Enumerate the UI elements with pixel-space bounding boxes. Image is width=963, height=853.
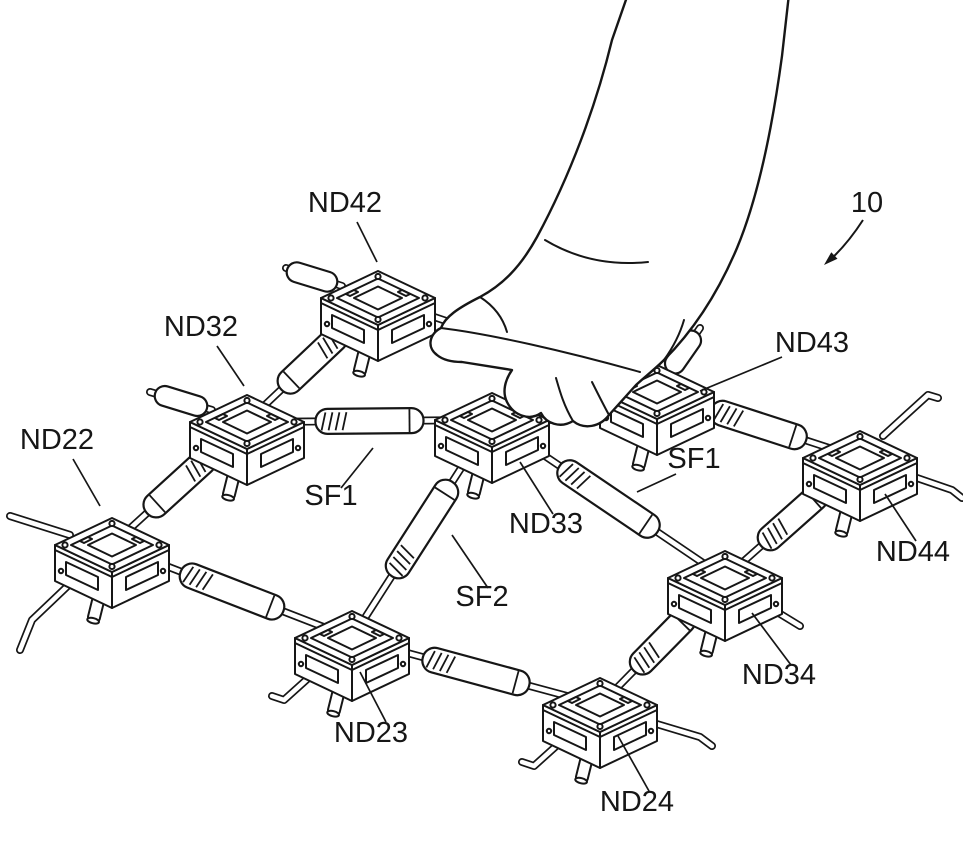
reference-arrow <box>824 219 864 265</box>
index-finger-line <box>440 327 641 373</box>
leader-sf1-right <box>636 473 677 493</box>
label-nd32: ND32 <box>164 311 238 343</box>
leader-nd43 <box>699 356 783 392</box>
label-nd34: ND34 <box>742 659 816 691</box>
stub-nd44-col <box>879 391 942 440</box>
leader-nd34 <box>751 612 792 666</box>
leader-nd22 <box>72 458 101 507</box>
leader-sf1-left <box>340 447 374 489</box>
label-sf2: SF2 <box>455 581 508 613</box>
leader-nd24 <box>617 735 650 792</box>
label-nd42: ND42 <box>308 187 382 219</box>
leader-lines <box>72 221 917 792</box>
label-nd23: ND23 <box>334 717 408 749</box>
label-nd33: ND33 <box>509 508 583 540</box>
label-sf1-left: SF1 <box>304 480 357 512</box>
finger-separation-line-2 <box>591 381 610 416</box>
leader-nd44 <box>884 493 917 542</box>
stub-nd42-row <box>282 261 346 293</box>
arrowhead <box>824 252 838 265</box>
label-nd22: ND22 <box>20 424 94 456</box>
thumb-crease-line <box>479 296 508 333</box>
palm-edge-line <box>663 319 685 361</box>
finger-separation-line <box>555 377 574 422</box>
leader-sf2 <box>451 534 489 589</box>
label-nd43: ND43 <box>775 327 849 359</box>
leader-nd23 <box>359 671 387 723</box>
label-nd24: ND24 <box>600 786 674 818</box>
leader-nd33 <box>519 461 554 515</box>
hand-illustration <box>429 0 790 428</box>
label-sf1-right: SF1 <box>667 443 720 475</box>
stub-nd22-row <box>6 512 74 539</box>
labels: ND42 ND32 ND22 ND43 SF1 ND33 SF1 SF2 ND4… <box>20 187 950 818</box>
leader-nd42 <box>356 221 378 263</box>
stub-nd32-row <box>146 384 216 418</box>
label-ref-10: 10 <box>851 187 883 219</box>
label-nd44: ND44 <box>876 536 950 568</box>
wrist-crease-line <box>544 239 649 265</box>
leader-nd32 <box>216 345 245 387</box>
